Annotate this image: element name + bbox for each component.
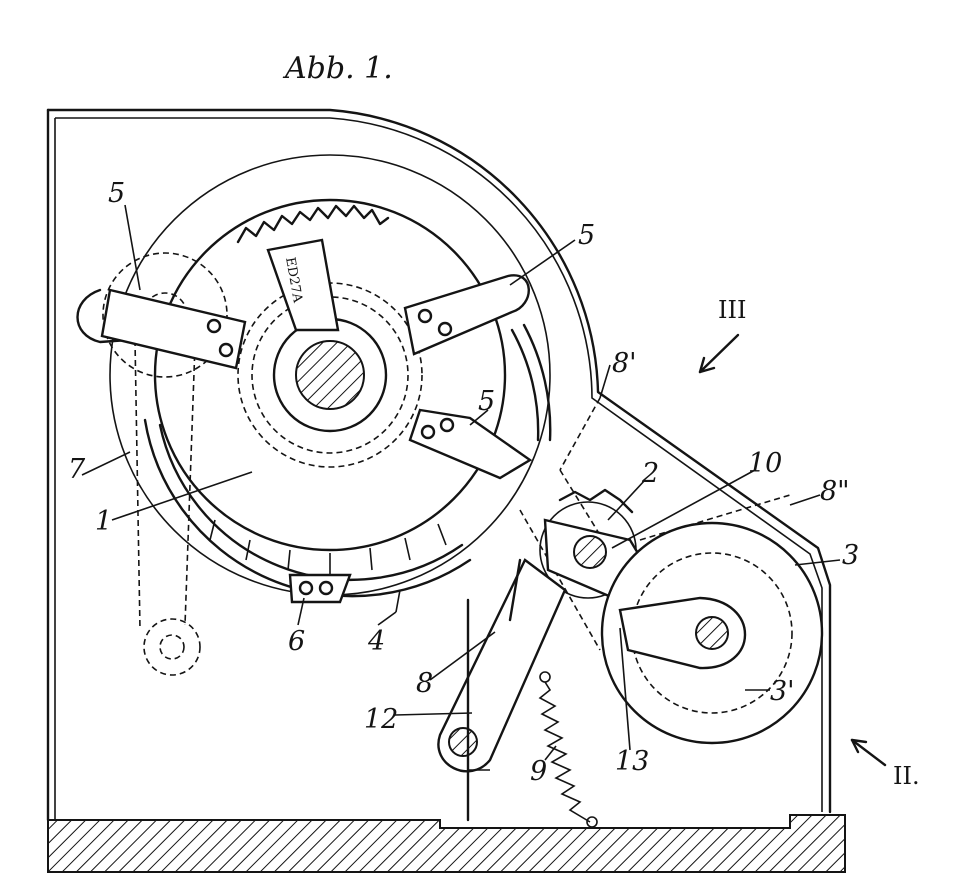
label-5-lower-right: 5 (478, 386, 495, 417)
arc-slot-right (510, 328, 540, 442)
label-5-upper-right: 5 (578, 220, 595, 251)
label-12: 12 (364, 704, 398, 735)
roller-assembly (600, 521, 824, 745)
lever-arm (437, 558, 567, 773)
base-plate (47, 814, 846, 873)
support-column (466, 558, 522, 822)
disc-arm (266, 238, 340, 332)
label-5-left: 5 (108, 178, 125, 209)
pivot-10 (573, 535, 607, 569)
label-8-double-prime: 8" (820, 476, 850, 507)
label-8: 8 (416, 668, 433, 699)
guide-lines (559, 397, 791, 541)
view-arrow-II (850, 738, 887, 767)
bracket-left (100, 288, 247, 370)
label-2: 2 (641, 458, 659, 489)
label-13: 13 (615, 746, 649, 777)
guide-slot (143, 418, 472, 598)
reference-labels: 5 5 5 7 1 6 4 8' 2 10 8" 3 3' 8 12 9 13 … (68, 178, 920, 790)
main-shaft (295, 340, 365, 410)
label-II: II. (893, 762, 920, 790)
leader-lines (81, 204, 841, 761)
label-10: 10 (748, 448, 782, 479)
view-arrow-III (698, 333, 740, 374)
lower-pawl-teeth (209, 519, 447, 613)
label-1: 1 (95, 506, 112, 537)
label-3: 3 (842, 540, 859, 571)
main-disc-assembly: ED27A (109, 154, 552, 598)
roller-arm (618, 596, 747, 670)
label-4: 4 (367, 626, 385, 657)
bracket-bottom (288, 573, 352, 604)
label-7: 7 (68, 454, 86, 485)
bracket-upper-right (403, 274, 530, 356)
housing (46, 108, 832, 822)
figure-title: Abb. 1. (282, 51, 393, 86)
label-III: III (718, 296, 746, 324)
tension-spring (538, 671, 598, 828)
roller-shaft (695, 616, 729, 650)
ratchet-teeth (236, 204, 390, 244)
bracket-lower-right (408, 408, 533, 480)
label-3-prime: 3' (770, 676, 795, 707)
label-6: 6 (288, 626, 305, 657)
label-9: 9 (530, 756, 547, 787)
label-8-prime: 8' (612, 348, 637, 379)
